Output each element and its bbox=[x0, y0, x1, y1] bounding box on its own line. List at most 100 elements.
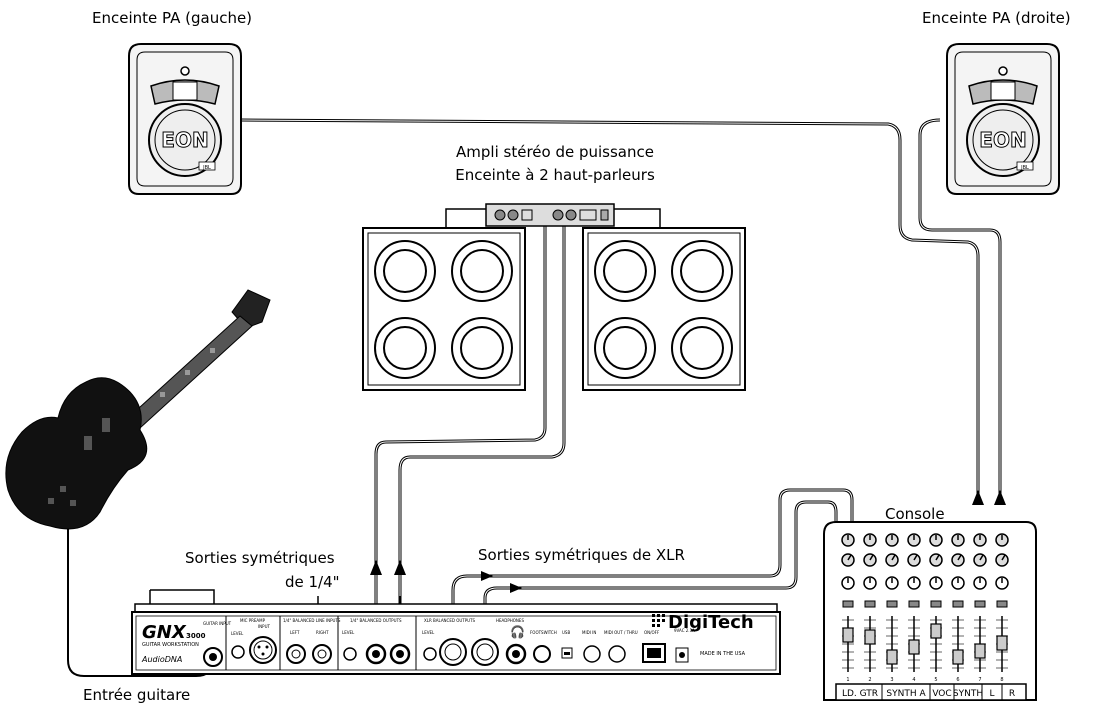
mixer-strip-label: LD. GTR bbox=[842, 689, 878, 699]
mixer-fader-cap bbox=[996, 635, 1008, 651]
gnx-label-usb: USB bbox=[562, 630, 570, 635]
gnx-label-line-inputs: 1/4" BALANCED LINE INPUTS bbox=[283, 618, 341, 623]
mixer-fader-cap bbox=[974, 643, 986, 659]
speaker-brand-left: EON bbox=[161, 128, 208, 152]
gnx-label-guitar-input: GUITAR INPUT bbox=[203, 621, 232, 626]
label-console: Console bbox=[885, 505, 945, 523]
cable-pa-left-inner bbox=[239, 119, 979, 498]
mixer-knob-pointer bbox=[935, 554, 940, 561]
mixer-knob-pointer bbox=[957, 554, 962, 561]
arrow-quarter-right bbox=[394, 560, 406, 575]
mixer-channel-number: 4 bbox=[912, 677, 915, 683]
gnx-label-quarter-outputs: 1/4" BALANCED OUTPUTS bbox=[350, 618, 402, 623]
mixer-strip-label: L bbox=[989, 689, 994, 699]
mixer-channel-number: 5 bbox=[934, 677, 937, 683]
gnx-label-mic-preamp: MIC PREAMP bbox=[240, 618, 266, 623]
label-guitar-input: Entrée guitare bbox=[83, 686, 191, 704]
mixer-knobs bbox=[841, 533, 1009, 608]
headphones-icon: 🎧 bbox=[510, 625, 525, 639]
mixer-channel-number: 3 bbox=[890, 677, 893, 683]
xlr-output-right bbox=[471, 638, 499, 666]
gnx-audiodna: AudioDNA bbox=[141, 655, 182, 664]
cabinet-left bbox=[362, 227, 526, 391]
label-sym-outputs-1: Sorties symétriques bbox=[185, 549, 335, 567]
xlr-output-left bbox=[439, 638, 467, 666]
mixer-scribble-strip bbox=[835, 683, 1027, 701]
gnx-label-right-1: RIGHT bbox=[316, 630, 329, 635]
mixer-strip-label: VOC bbox=[932, 689, 951, 699]
midi-in-port bbox=[583, 645, 601, 663]
power-amp bbox=[445, 203, 661, 228]
outputs-level-knob bbox=[343, 647, 357, 661]
mixer-knob-pointer bbox=[913, 554, 918, 561]
mixer-knob-pointer bbox=[847, 554, 852, 561]
arrow-xlr-right bbox=[510, 583, 522, 593]
mixer-knob-pointer bbox=[1001, 554, 1006, 561]
mixer-channel-number: 8 bbox=[1000, 677, 1003, 683]
guitar-body bbox=[5, 377, 148, 530]
mixer-fader-cap bbox=[886, 649, 898, 665]
cabinet-right bbox=[582, 227, 746, 391]
electric-guitar bbox=[5, 289, 271, 530]
gnx-model: 3000 bbox=[186, 632, 206, 640]
mixer-strip-label: SYNTH bbox=[953, 689, 983, 699]
mixer-fader-cap bbox=[842, 627, 854, 643]
mixer-faders bbox=[842, 616, 1008, 672]
midi-out-port bbox=[608, 645, 626, 663]
label-amp-line1: Ampli stéréo de puissance bbox=[456, 143, 654, 161]
mixer-mute-button bbox=[842, 600, 854, 608]
gnx-label-level-3: LEVEL bbox=[422, 630, 435, 635]
cabinet-left-drivers bbox=[374, 240, 513, 379]
cable-xlr-left-inner bbox=[452, 489, 853, 620]
mixer-mute-button bbox=[886, 600, 898, 608]
label-xlr-outputs: Sorties symétriques de XLR bbox=[478, 546, 685, 564]
gnx-label-midi-out: MIDI OUT / THRU bbox=[604, 630, 638, 635]
pa-speaker-left: EON JBL bbox=[128, 43, 242, 195]
gnx-label-headphones: HEADPHONES bbox=[496, 618, 524, 623]
cable-pa-right-inner bbox=[919, 119, 1001, 498]
gnx-brand: DigiTech bbox=[668, 612, 754, 633]
cable-amp-left-inner bbox=[375, 225, 546, 620]
gnx-logo: GNX bbox=[142, 622, 187, 643]
speaker-badge-left: JBL bbox=[202, 165, 211, 171]
mixer-channel-number: 2 bbox=[868, 677, 871, 683]
gnx-label-footswitch: FOOTSWITCH bbox=[530, 630, 557, 635]
mixer-mute-button bbox=[974, 600, 986, 608]
gnx-subtitle: GUITAR WORKSTATION bbox=[142, 642, 199, 648]
arrow-quarter-left bbox=[370, 560, 382, 575]
gnx-label-power: 9VAC 2.1A bbox=[674, 628, 695, 633]
mixer-channel-numbers: 1 2 3 4 5 6 7 8 bbox=[846, 677, 1003, 683]
gnx-label-level-2: LEVEL bbox=[342, 630, 355, 635]
label-sym-outputs-2: de 1/4" bbox=[285, 573, 340, 591]
digitech-logo-dots bbox=[652, 614, 665, 627]
mixer-mute-button bbox=[952, 600, 964, 608]
cable-amp-right-inner bbox=[399, 225, 565, 620]
xlr-level-knob bbox=[423, 647, 437, 661]
cable-xlr-right-inner bbox=[484, 501, 837, 620]
footswitch-jack bbox=[533, 645, 551, 663]
mixer-knob-pointer bbox=[979, 554, 984, 561]
mixer-fader-cap bbox=[930, 623, 942, 639]
pa-speaker-right: EON JBL bbox=[946, 43, 1060, 195]
mixer-mute-button bbox=[930, 600, 942, 608]
arrow-mixer-left bbox=[972, 490, 984, 505]
mixer-fader-cap bbox=[952, 649, 964, 665]
arrow-mixer-right bbox=[994, 490, 1006, 505]
mixer-body bbox=[823, 521, 1037, 701]
gnx-label-on-off: ON/OFF bbox=[644, 630, 660, 635]
cabinet-right-drivers bbox=[594, 240, 733, 379]
mixer-channel-number: 1 bbox=[846, 677, 849, 683]
mixer-knob-pointer bbox=[891, 554, 896, 561]
mic-level-knob bbox=[231, 645, 245, 659]
mixer-channel-number: 6 bbox=[956, 677, 959, 683]
mixer-strip-label: SYNTH A bbox=[886, 689, 926, 699]
gnx-made-in: MADE IN THE USA bbox=[700, 651, 746, 657]
arrows bbox=[207, 490, 1006, 656]
gnx-label-xlr-outputs: XLR BALANCED OUTPUTS bbox=[424, 618, 476, 623]
mixer-mute-button bbox=[908, 600, 920, 608]
mixer-mute-button bbox=[864, 600, 876, 608]
mixer-channel-number: 7 bbox=[978, 677, 981, 683]
